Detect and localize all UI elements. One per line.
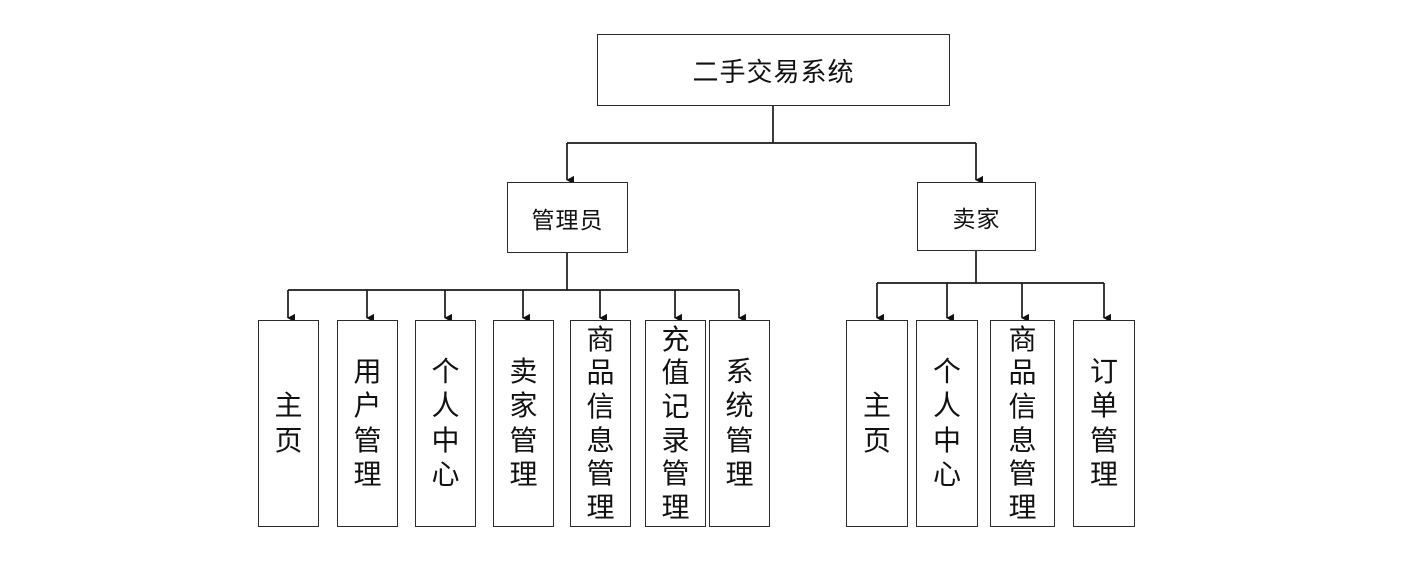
node-root-system[interactable]: 二手交易系统 xyxy=(597,34,950,106)
node-admin-leaf-5-label: 商品信息管理 xyxy=(586,323,615,523)
node-seller-leaf-2[interactable]: 个人中心 xyxy=(916,320,978,527)
node-admin-leaf-1[interactable]: 主页 xyxy=(258,320,319,527)
node-admin-leaf-2-label: 用户管理 xyxy=(353,356,382,490)
node-seller-leaf-2-label: 个人中心 xyxy=(932,356,961,490)
node-root-label: 二手交易系统 xyxy=(692,56,855,87)
node-admin-leaf-7-label: 系统管理 xyxy=(725,356,754,490)
node-role-admin[interactable]: 管理员 xyxy=(507,182,628,253)
node-admin-leaf-6[interactable]: 充值记录管理 xyxy=(645,320,706,527)
node-seller-leaf-1[interactable]: 主页 xyxy=(846,320,908,527)
node-role-seller[interactable]: 卖家 xyxy=(917,182,1036,251)
node-role-seller-label: 卖家 xyxy=(952,205,1001,232)
node-seller-leaf-3[interactable]: 商品信息管理 xyxy=(990,320,1055,527)
node-admin-leaf-6-label: 充值记录管理 xyxy=(661,323,690,523)
node-admin-leaf-3[interactable]: 个人中心 xyxy=(415,320,476,527)
node-admin-leaf-4[interactable]: 卖家管理 xyxy=(493,320,554,527)
node-role-admin-label: 管理员 xyxy=(531,206,604,233)
node-admin-leaf-5[interactable]: 商品信息管理 xyxy=(570,320,631,527)
node-seller-leaf-4[interactable]: 订单管理 xyxy=(1073,320,1135,527)
node-seller-leaf-3-label: 商品信息管理 xyxy=(1008,323,1037,523)
node-admin-leaf-7[interactable]: 系统管理 xyxy=(709,320,770,527)
node-admin-leaf-3-label: 个人中心 xyxy=(431,356,460,490)
node-admin-leaf-2[interactable]: 用户管理 xyxy=(337,320,398,527)
node-seller-leaf-1-label: 主页 xyxy=(862,390,891,456)
node-admin-leaf-4-label: 卖家管理 xyxy=(509,356,538,490)
node-admin-leaf-1-label: 主页 xyxy=(274,390,303,456)
node-seller-leaf-4-label: 订单管理 xyxy=(1089,356,1118,490)
